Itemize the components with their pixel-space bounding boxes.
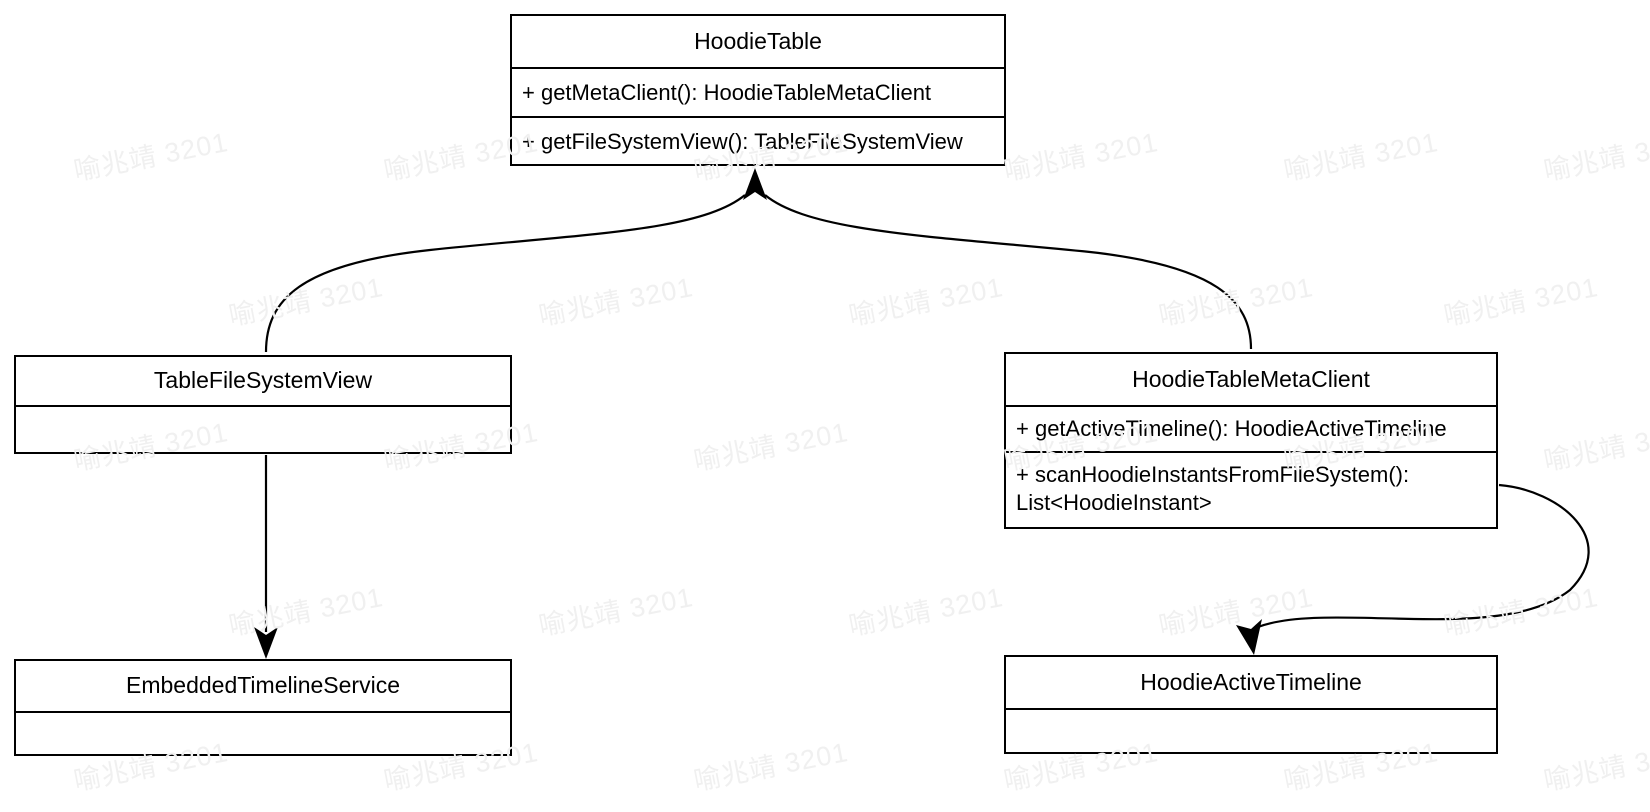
watermark-text: 喻兆靖 3201 [1156,271,1316,332]
watermark-text: 喻兆靖 3201 [226,581,386,642]
watermark-text: 喻兆靖 3201 [1541,126,1650,187]
watermark-text: 喻兆靖 3201 [691,736,851,797]
watermark-text: 喻兆靖 3201 [536,581,696,642]
class-name-tablefilesystemview: TableFileSystemView [153,367,373,394]
arrowhead-hoodieactivetimeline [1236,619,1262,655]
class-method-compartment: + getActiveTimeline(): HoodieActiveTimel… [1006,405,1496,451]
class-name-hoodieactivetimeline: HoodieActiveTimeline [1140,668,1362,695]
watermark-text: 喻兆靖 3201 [846,271,1006,332]
class-box-hoodietable[interactable]: HoodieTable + getMetaClient(): HoodieTab… [510,14,1006,166]
class-method-compartment [16,405,510,451]
watermark-text: 喻兆靖 3201 [1441,271,1601,332]
method-label: + getFileSystemView(): TableFileSystemVi… [522,128,963,154]
method-label: + getActiveTimeline(): HoodieActiveTimel… [1016,416,1447,442]
watermark-text: 喻兆靖 3201 [1541,416,1650,477]
watermark-text: 喻兆靖 3201 [1156,581,1316,642]
method-label: + scanHoodieInstantsFromFileSystem(): Li… [1016,462,1410,515]
class-name-hoodietable: HoodieTable [694,27,822,54]
class-method-compartment: + getMetaClient(): HoodieTableMetaClient [512,67,1004,116]
watermark-text: 喻兆靖 3201 [1541,736,1650,797]
class-box-hoodietablemetaclient[interactable]: HoodieTableMetaClient + getActiveTimelin… [1004,352,1498,529]
class-box-hoodieactivetimeline[interactable]: HoodieActiveTimeline [1004,655,1498,754]
watermark-text: 喻兆靖 3201 [1001,126,1161,187]
edge-tablefilesystemview-to-hoodietable [264,194,746,353]
watermark-text: 喻兆靖 3201 [536,271,696,332]
watermark-text: 喻兆靖 3201 [71,126,231,187]
watermark-text: 喻兆靖 3201 [226,271,386,332]
class-box-tablefilesystemview[interactable]: TableFileSystemView [14,355,512,454]
class-name-hoodietablemetaclient: HoodieTableMetaClient [1132,365,1370,392]
class-name-embeddedtimelineservice: EmbeddedTimelineService [125,672,400,699]
watermark-text: 喻兆靖 3201 [691,416,851,477]
edge-hoodietablemetaclient-to-hoodietable [764,194,1253,350]
class-box-embeddedtimelineservice[interactable]: EmbeddedTimelineService [14,659,512,756]
class-method-compartment [1006,708,1496,753]
class-method-compartment: + getFileSystemView(): TableFileSystemVi… [512,116,1004,165]
watermark-text: 喻兆靖 3201 [1441,581,1601,642]
method-label: + getMetaClient(): HoodieTableMetaClient [522,79,932,105]
watermark-text: 喻兆靖 3201 [846,581,1006,642]
arrowhead-hoodietable [743,168,767,200]
arrowhead-embeddedtimelineservice [254,627,278,659]
class-method-compartment: + scanHoodieInstantsFromFileSystem(): Li… [1006,451,1496,526]
watermark-text: 喻兆靖 3201 [1281,126,1441,187]
class-method-compartment [16,711,510,755]
